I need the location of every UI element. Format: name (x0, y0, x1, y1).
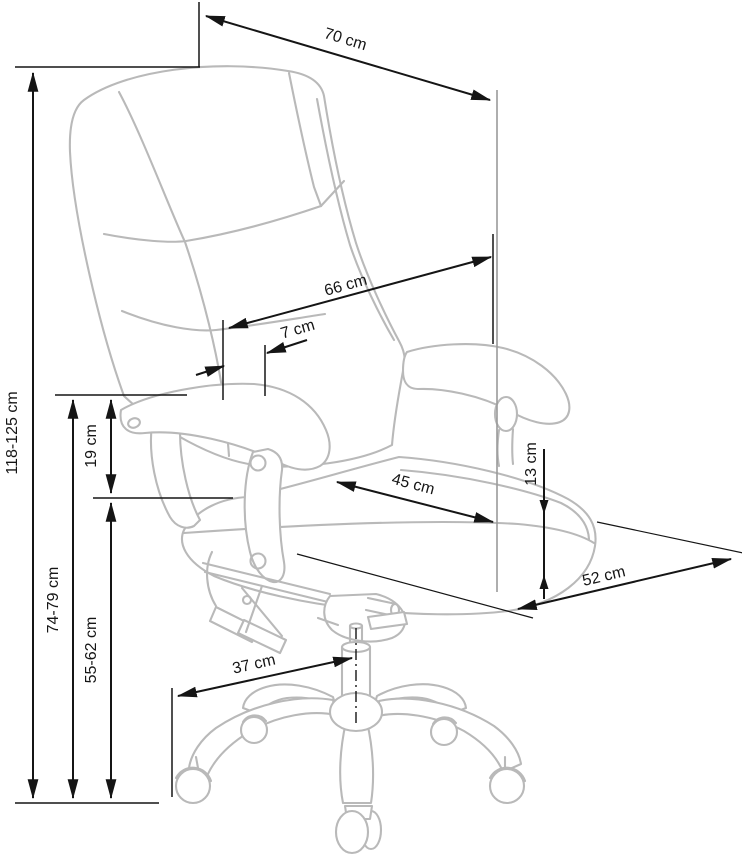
chair-base-legs (187, 683, 523, 805)
extension-lines (15, 2, 742, 804)
chair-footrest-mechanism (201, 550, 409, 655)
extension-line-52cm-front (296, 553, 534, 619)
extension-line-52cm-back (596, 521, 742, 554)
dim-74-79cm-label: 74-79 cm (45, 567, 62, 634)
chair-drawing (68, 65, 597, 855)
dimension-annotations: 70 cm 66 cm 7 cm 45 cm 13 cm 52 cm (4, 2, 742, 804)
dim-118-125cm-label: 118-125 cm (4, 391, 21, 474)
dim-13cm-label: 13 cm (523, 442, 540, 486)
dim-55-62cm: 55-62 cm (83, 501, 117, 800)
chair-casters (174, 714, 527, 855)
dim-70cm-label: 70 cm (322, 25, 369, 54)
dim-19cm: 19 cm (83, 398, 117, 495)
dim-74-79cm: 74-79 cm (45, 398, 79, 800)
chair-armrest-left (119, 382, 331, 584)
dim-37cm-label: 37 cm (231, 652, 277, 678)
chair-armrest-right (401, 343, 571, 468)
dim-55-62cm-label: 55-62 cm (83, 617, 100, 684)
dim-118-125cm: 118-125 cm (4, 71, 39, 800)
dim-19cm-label: 19 cm (83, 424, 100, 468)
